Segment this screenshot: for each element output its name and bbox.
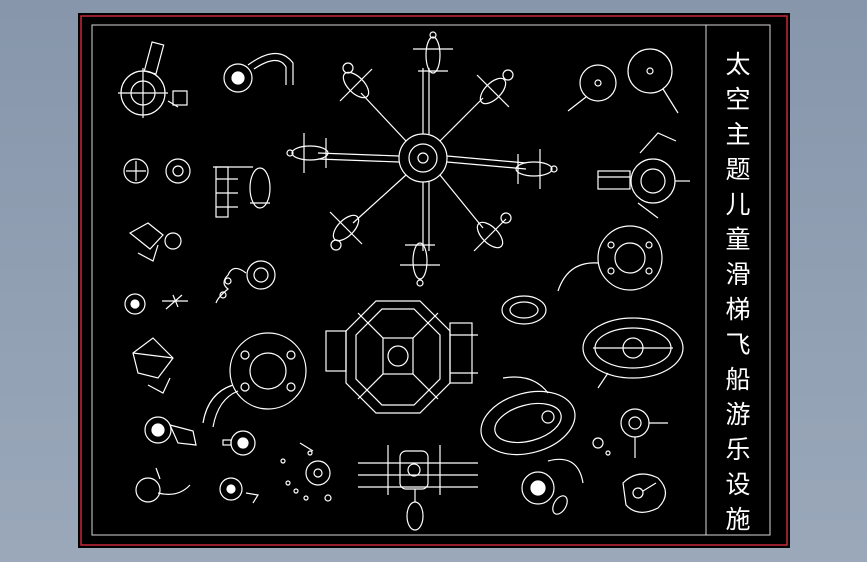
- outer-frame: [80, 15, 788, 546]
- ring-small: [124, 293, 188, 315]
- scatter-parts: [280, 442, 332, 502]
- title-column: 太空主题儿童滑梯飞船游乐设施: [706, 27, 770, 535]
- title-char-11: 乐: [725, 435, 751, 464]
- small-part-right: [592, 437, 611, 456]
- plane-left: [286, 133, 329, 173]
- oval-ride-center: [480, 376, 576, 456]
- title-char-8: 飞: [725, 330, 751, 359]
- title-char-13: 施: [725, 505, 751, 534]
- plane-upper-left: [339, 62, 373, 102]
- plane-top: [413, 31, 453, 74]
- dome-pod-bottom: [521, 458, 584, 515]
- twin-ring-right: [567, 48, 679, 114]
- oval-pad-small: [501, 295, 547, 325]
- title-char-5: 童: [725, 225, 751, 254]
- rock-pod: [622, 473, 667, 513]
- dome-pipe: [223, 52, 294, 93]
- pod-left-2: [144, 416, 197, 446]
- plane-right: [515, 149, 558, 189]
- gear-pod: [219, 477, 259, 504]
- drawing-sheet: 太空主题儿童滑梯飞船游乐设施: [78, 13, 790, 548]
- star-pod: [132, 337, 174, 394]
- oval-ride-right: [582, 317, 684, 389]
- title-char-0: 太: [725, 50, 751, 79]
- small-gear: [222, 430, 256, 456]
- slide-tower: [213, 166, 271, 218]
- title-char-6: 滑: [725, 260, 751, 289]
- large-ring-right: [557, 225, 663, 292]
- cad-drawing: [80, 15, 788, 546]
- title-char-10: 游: [725, 400, 751, 429]
- rocket-rig: [358, 445, 478, 531]
- inner-frame: [91, 24, 771, 536]
- title-char-3: 题: [725, 155, 751, 184]
- title-char-1: 空: [725, 85, 751, 114]
- pod-left-1: [128, 222, 182, 262]
- central-spinner-ride: [286, 31, 558, 287]
- valve-right: [620, 408, 668, 458]
- coil-slide: [215, 260, 276, 304]
- title-char-4: 儿: [725, 190, 751, 219]
- title-char-7: 梯: [725, 295, 751, 324]
- title-char-2: 主: [725, 120, 751, 149]
- plane-lower-right: [473, 212, 512, 252]
- title-char-9: 船: [725, 365, 751, 394]
- plane-upper-right: [476, 69, 514, 108]
- title-char-12: 设: [725, 470, 751, 499]
- large-ring-left: [202, 332, 307, 428]
- plane-bottom: [400, 242, 440, 287]
- arc-pod: [135, 467, 191, 503]
- rocket-top-left: [118, 41, 188, 118]
- plane-lower-left: [329, 211, 363, 251]
- small-wheels: [123, 158, 191, 184]
- rocket-right: [597, 132, 690, 219]
- octagon-platform: [325, 300, 478, 414]
